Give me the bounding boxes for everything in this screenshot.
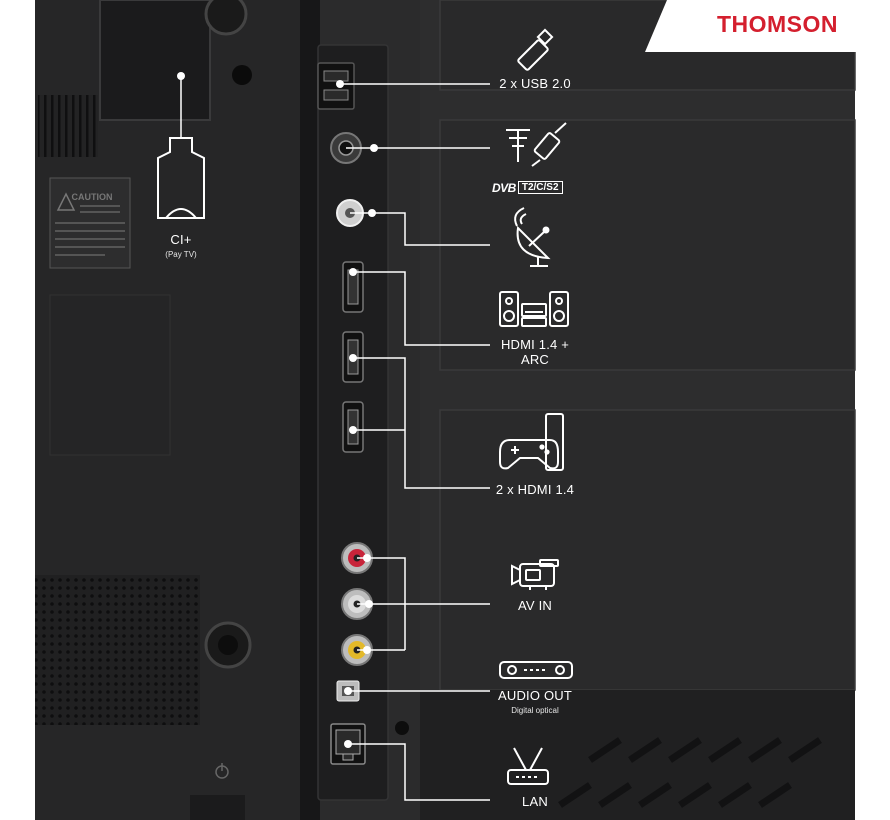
brand-banner: THOMSON <box>645 0 890 52</box>
speaker-grill <box>35 575 200 725</box>
ci-sublabel: (Pay TV) <box>165 250 197 259</box>
connector-lines <box>180 76 490 801</box>
power-icon <box>215 763 229 779</box>
audio-out-sublabel: Digital optical <box>511 706 559 715</box>
router-icon <box>507 747 549 785</box>
coax-cable-icon <box>531 122 567 167</box>
left-vent <box>38 95 98 157</box>
ci-slot-recess <box>99 0 211 121</box>
audio-out-label: AUDIO OUT <box>497 688 573 703</box>
usb-stick-icon <box>517 28 554 71</box>
panel-screw <box>395 721 409 735</box>
speakers-icon <box>499 291 569 327</box>
usb-label: 2 x USB 2.0 <box>499 76 571 91</box>
caution-label: CAUTION <box>49 177 131 269</box>
ci-card-icon <box>157 137 205 219</box>
soundbar-icon <box>499 661 573 679</box>
usb-port <box>317 62 355 110</box>
hdmi-arc-label: HDMI 1.4 + <box>500 337 570 352</box>
caution-title: CAUTION <box>72 192 113 202</box>
ci-label: CI+ <box>170 232 192 247</box>
antenna-icon <box>506 129 530 162</box>
satellite-dish-icon <box>514 207 551 267</box>
dvb-logo: DVB T2/C/S2 <box>492 180 563 195</box>
av-in-label: AV IN <box>518 598 552 613</box>
rear-vent-slots <box>558 737 822 808</box>
hdmi-arc-label-2: ARC <box>520 352 550 367</box>
standby-button <box>190 795 245 820</box>
panel-shadow <box>300 0 320 820</box>
brand-logo: THOMSON <box>716 11 839 37</box>
dvb-logo-main: DVB <box>492 180 516 195</box>
lan-label: LAN <box>522 794 548 809</box>
hdmi-port-1 <box>342 261 364 313</box>
hdmi-label: 2 x HDMI 1.4 <box>495 482 575 497</box>
rear-panel-plate <box>49 294 171 456</box>
mount-hole <box>232 65 252 85</box>
mount-screw <box>204 0 248 36</box>
camcorder-icon <box>511 559 559 590</box>
gamepad-icon <box>499 413 564 471</box>
dvb-logo-standards: T2/C/S2 <box>517 181 563 194</box>
